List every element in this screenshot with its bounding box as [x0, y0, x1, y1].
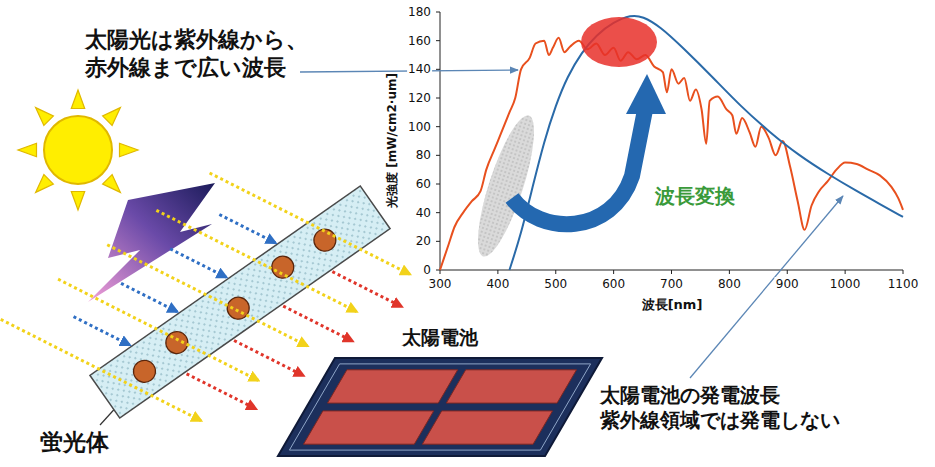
tick-label: 100	[407, 119, 432, 134]
cell-response-curve	[509, 16, 903, 270]
sun-ray	[18, 143, 37, 156]
tick-label: 400	[485, 277, 510, 292]
tick-label: 40	[415, 205, 432, 220]
tick-mark	[436, 241, 440, 242]
tick-mark	[903, 270, 904, 274]
sun-rays	[18, 90, 138, 210]
solar-cell	[422, 411, 552, 444]
sunlight-arrow	[58, 279, 258, 380]
converted-arrow	[332, 272, 401, 307]
axis-title: 光強度 [mW/cm2·um]	[384, 73, 399, 208]
tick-mark	[845, 270, 846, 274]
part-label: 蛍光体	[40, 428, 109, 457]
tick-label: 1100	[887, 277, 920, 292]
converted-arrow	[234, 341, 303, 376]
solar-panel	[278, 358, 602, 456]
tick-label: 180	[407, 5, 432, 20]
tick-mark	[613, 270, 614, 274]
panel-cells	[289, 364, 590, 450]
tick-mark	[497, 270, 498, 274]
uv-arrow	[219, 214, 275, 242]
uv-arrow	[170, 249, 226, 277]
tick-label: 700	[659, 277, 684, 292]
tick-label: 80	[415, 148, 432, 163]
converted-arrow	[187, 374, 256, 409]
tick-label: 20	[415, 234, 432, 249]
light-bolt	[88, 183, 215, 302]
sunlight-arrow	[1, 319, 201, 420]
tick-mark	[436, 212, 440, 213]
tick-mark	[436, 184, 440, 185]
tick-label: 140	[407, 62, 432, 77]
tick-mark	[436, 98, 440, 99]
tick-mark	[436, 12, 440, 13]
part-label: 太陽電池	[402, 326, 478, 350]
tick-mark	[729, 270, 730, 274]
sunlight-spectrum	[440, 38, 903, 270]
tick-mark	[436, 69, 440, 70]
target-region	[581, 17, 657, 67]
sun-ray	[36, 175, 54, 193]
y-axis	[440, 12, 441, 270]
tick-mark	[436, 126, 440, 127]
spectrum-chart	[436, 12, 903, 274]
sun-disc	[44, 116, 112, 184]
converted-arrow	[283, 306, 352, 341]
tick-label: 300	[428, 277, 453, 292]
sun-ray	[71, 192, 84, 211]
sunlight-arrow	[210, 173, 410, 274]
tick-label: 800	[717, 277, 742, 292]
solar-cell	[446, 370, 576, 403]
phosphor-particle	[223, 293, 254, 324]
conversion-arrow	[512, 110, 645, 224]
tick-label: 120	[407, 91, 432, 106]
tick-mark	[436, 40, 440, 41]
tick-mark	[787, 270, 788, 274]
callout-text: 太陽光は紫外線から、赤外線まで広い波長	[85, 26, 317, 81]
sun-ray	[103, 175, 121, 193]
sunlight-arrow	[107, 245, 307, 346]
panel-inner-border	[289, 364, 590, 450]
tick-mark	[440, 270, 441, 274]
phosphor-particle	[129, 356, 160, 387]
callout-text: 太陽電池の発電波長 紫外線領域では発電しない	[600, 383, 890, 433]
sun-ray	[120, 143, 139, 156]
tick-label: 600	[601, 277, 626, 292]
uv-arrow	[74, 317, 130, 345]
solar-cell	[304, 411, 434, 444]
sun-ray	[36, 108, 54, 126]
conversion-arrowhead	[626, 74, 666, 114]
tick-label: 1000	[829, 277, 862, 292]
tick-label: 500	[543, 277, 568, 292]
tick-mark	[671, 270, 672, 274]
tick-label: 60	[415, 177, 432, 192]
panel-frame	[278, 358, 602, 456]
axis-title: 波長[nm]	[642, 297, 703, 313]
tick-label: 0	[422, 263, 432, 278]
phosphor-particle	[310, 225, 341, 256]
sun-icon	[18, 90, 138, 210]
leader-line	[690, 196, 843, 378]
sunlight-arrow	[156, 210, 356, 311]
tick-mark	[555, 270, 556, 274]
phosphor-particle	[162, 327, 193, 358]
solar-cell	[328, 370, 458, 403]
process-label: 波長変換	[655, 184, 735, 209]
tick-label: 900	[775, 277, 800, 292]
sun-ray	[103, 108, 121, 126]
uv-arrow	[121, 283, 177, 311]
tick-mark	[436, 155, 440, 156]
sun-ray	[71, 90, 84, 109]
tick-label: 160	[407, 33, 432, 48]
axis-ticks	[436, 12, 903, 274]
spectrum-curves	[440, 16, 903, 270]
